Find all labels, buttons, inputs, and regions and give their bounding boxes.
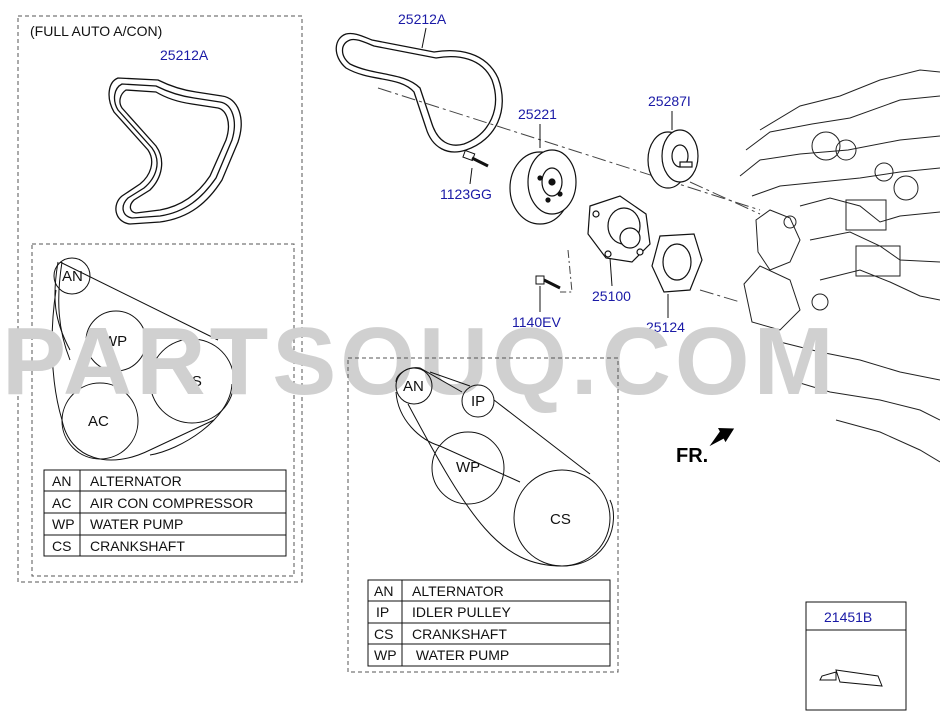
legend-name: IDLER PULLEY xyxy=(412,604,511,620)
part-label-25221[interactable]: 25221 xyxy=(518,106,557,122)
legend-name: CRANKSHAFT xyxy=(90,538,185,554)
legend-code: AC xyxy=(52,495,71,511)
right-routing-pulleys: AN IP WP CS xyxy=(395,367,614,567)
left-routing-pulleys: AN WP CS AC xyxy=(51,257,235,461)
legend-code: AN xyxy=(52,473,71,489)
bolt-1140EV xyxy=(535,275,561,290)
pulley-wp xyxy=(85,310,147,372)
legend-name: CRANKSHAFT xyxy=(412,626,507,642)
gasket-25124 xyxy=(651,233,703,293)
legend-code: CS xyxy=(374,626,393,642)
pulley-wp-label: WP xyxy=(103,333,127,350)
legend-name: WATER PUMP xyxy=(90,516,183,532)
part-label-25124[interactable]: 25124 xyxy=(646,319,685,335)
part-label-25212A-full[interactable]: 25212A xyxy=(160,47,209,63)
left-routing-belt xyxy=(51,261,219,461)
pulley-an-label: AN xyxy=(62,268,83,285)
part-label-25287I[interactable]: 25287I xyxy=(648,93,691,109)
right-legend-table: AN ALTERNATOR IP IDLER PULLEY CS CRANKSH… xyxy=(367,579,611,667)
pulley-an-label: AN xyxy=(403,378,424,395)
legend-name: AIR CON COMPRESSOR xyxy=(90,495,253,511)
part-label-21451B[interactable]: 21451B xyxy=(824,609,872,625)
idler-pulley-25287I xyxy=(647,129,699,189)
legend-code: WP xyxy=(374,647,397,663)
right-routing-frame xyxy=(347,357,619,673)
pulley-ac-label: AC xyxy=(88,413,109,430)
left-legend-table: AN ALTERNATOR AC AIR CON COMPRESSOR WP W… xyxy=(43,469,287,557)
pulley-ip xyxy=(461,384,495,418)
part-label-25100[interactable]: 25100 xyxy=(592,288,631,304)
right-routing-belt xyxy=(395,367,614,567)
sealant-box-21451B: 21451B xyxy=(805,601,907,711)
legend-code: WP xyxy=(52,516,75,532)
sealant-tube-icon xyxy=(819,669,883,687)
pulley-an xyxy=(53,257,91,295)
watermark: PARTSOUQ.COM xyxy=(2,308,838,415)
legend-code: AN xyxy=(374,583,393,599)
legend-code: IP xyxy=(376,604,389,620)
serpentine-belt xyxy=(335,32,503,153)
left-routing-frame xyxy=(31,243,295,577)
pulley-cs-label: CS xyxy=(550,511,571,528)
full-auto-title: (FULL AUTO A/CON) xyxy=(30,23,162,39)
serpentine-belt-full-auto xyxy=(108,77,242,225)
front-label: FR. xyxy=(676,445,708,467)
bolt-1123GG xyxy=(462,149,489,168)
pulley-ip-label: IP xyxy=(471,393,485,410)
part-label-25212A[interactable]: 25212A xyxy=(398,11,447,27)
legend-name: ALTERNATOR xyxy=(412,583,504,599)
legend-name: ALTERNATOR xyxy=(90,473,182,489)
full-auto-group-frame xyxy=(17,15,303,583)
idler-pulley-25221 xyxy=(509,149,577,225)
part-label-1140EV[interactable]: 1140EV xyxy=(512,314,561,330)
legend-code: CS xyxy=(52,538,71,554)
legend-name: WATER PUMP xyxy=(412,647,509,663)
pulley-cs xyxy=(149,338,235,424)
pulley-cs-label: CS xyxy=(181,373,202,390)
part-label-1123GG[interactable]: 1123GG xyxy=(440,186,492,202)
engine-block xyxy=(739,69,940,463)
water-pump-25100 xyxy=(587,195,651,263)
pulley-wp xyxy=(431,431,505,505)
pulley-wp-label: WP xyxy=(456,459,480,476)
front-arrow-icon xyxy=(709,427,735,447)
